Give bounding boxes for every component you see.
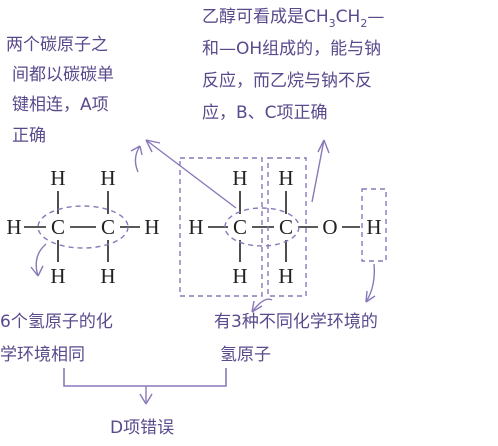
arrow-to-ethanol-h-note-head <box>251 300 263 313</box>
arrow-ethane-upper <box>134 145 141 173</box>
ethane-h-bottom-1: H <box>50 264 65 288</box>
ethanol-h-note: 有3种不同化学环境的 氢原子 <box>214 312 378 365</box>
arrows <box>30 139 376 313</box>
arrow-to-ethanol-h-note <box>251 298 273 313</box>
arrow-hydroxyl-h <box>365 263 376 303</box>
ethanol-note-line-3: 反应，而乙烷与钠不反 <box>202 71 372 91</box>
ethanol-note-mid: CH <box>336 7 361 27</box>
arrow-ethane-upper-head <box>130 145 143 156</box>
arrow-to-ethane-h-note-head <box>30 265 44 277</box>
ethanol-structure: H C C O H H H H H <box>179 157 387 297</box>
arrow-to-bond-note <box>145 139 237 209</box>
ethane-cc-bond-highlight <box>37 205 129 249</box>
ethanol-note-sub-2: 2 <box>360 17 367 30</box>
bond-note-line-1: 两个碳原子之 <box>6 35 108 55</box>
ethanol-h-note-line-2: 氢原子 <box>220 345 271 365</box>
conclusion-bracket <box>63 368 227 387</box>
conclusion-text: D项错误 <box>110 418 174 438</box>
methylene-group-box <box>267 157 307 297</box>
ethane-c1: C <box>51 215 65 239</box>
arrow-to-bond-note-head <box>145 139 161 153</box>
ethane-h-right: H <box>144 215 159 239</box>
ethanol-h-top-2: H <box>278 166 293 190</box>
ethane-h-note-line-2: 学环境相同 <box>0 345 85 365</box>
methyl-group-box <box>179 157 263 297</box>
ethanol-note-line-1: 乙醇可看成是CH3CH2— <box>202 7 384 30</box>
ethanol-cc-bond-highlight <box>224 207 300 247</box>
ethane-h-bottom-2: H <box>100 264 115 288</box>
ethane-c2: C <box>101 215 115 239</box>
ethane-h-note-line-1: 6个氢原子的化 <box>0 312 113 332</box>
ethane-h-top-2: H <box>100 166 115 190</box>
ethanol-h-hydroxyl: H <box>366 215 381 239</box>
ethanol-h-bottom-2: H <box>278 264 293 288</box>
ethane-structure: H C C H H H H H <box>6 166 159 288</box>
ethanol-c2: C <box>279 215 293 239</box>
ethanol-h-left: H <box>188 215 203 239</box>
ethanol-note-line-2: 和—OH组成的，能与钠 <box>202 39 381 59</box>
arrow-hydroxyl-h-head <box>365 290 376 303</box>
ethanol-note-suffix: — <box>367 7 384 27</box>
arrow-to-ethanol-note <box>311 139 325 203</box>
ethanol-note: 乙醇可看成是CH3CH2— 和—OH组成的，能与钠 反应，而乙烷与钠不反 应，B… <box>202 7 384 123</box>
conclusion-arrow-head <box>139 393 153 405</box>
ethanol-note-line-4: 应，B、C项正确 <box>202 103 328 123</box>
bond-note: 两个碳原子之 间都以碳碳单 键相连，A项 正确 <box>6 35 114 146</box>
ethane-h-top-1: H <box>50 166 65 190</box>
bond-note-line-4: 正确 <box>12 126 46 146</box>
ethanol-c1: C <box>233 215 247 239</box>
ethanol-h-top-1: H <box>232 166 247 190</box>
hydroxyl-h-box <box>361 188 387 262</box>
bond-note-line-2: 间都以碳碳单 <box>12 65 114 85</box>
arrow-to-ethane-h-note <box>35 243 47 277</box>
ethanol-h-note-line-1: 有3种不同化学环境的 <box>214 312 378 332</box>
ethanol-o: O <box>322 215 337 239</box>
ethane-h-note: 6个氢原子的化 学环境相同 <box>0 312 113 365</box>
ethanol-note-sub-3: 3 <box>329 17 336 30</box>
ethane-h-left: H <box>6 215 21 239</box>
ethanol-h-bottom-1: H <box>232 264 247 288</box>
bond-note-line-3: 键相连，A项 <box>12 95 109 115</box>
arrow-to-ethanol-note-head <box>317 139 330 154</box>
ethanol-note-prefix: 乙醇可看成是CH <box>202 7 329 27</box>
